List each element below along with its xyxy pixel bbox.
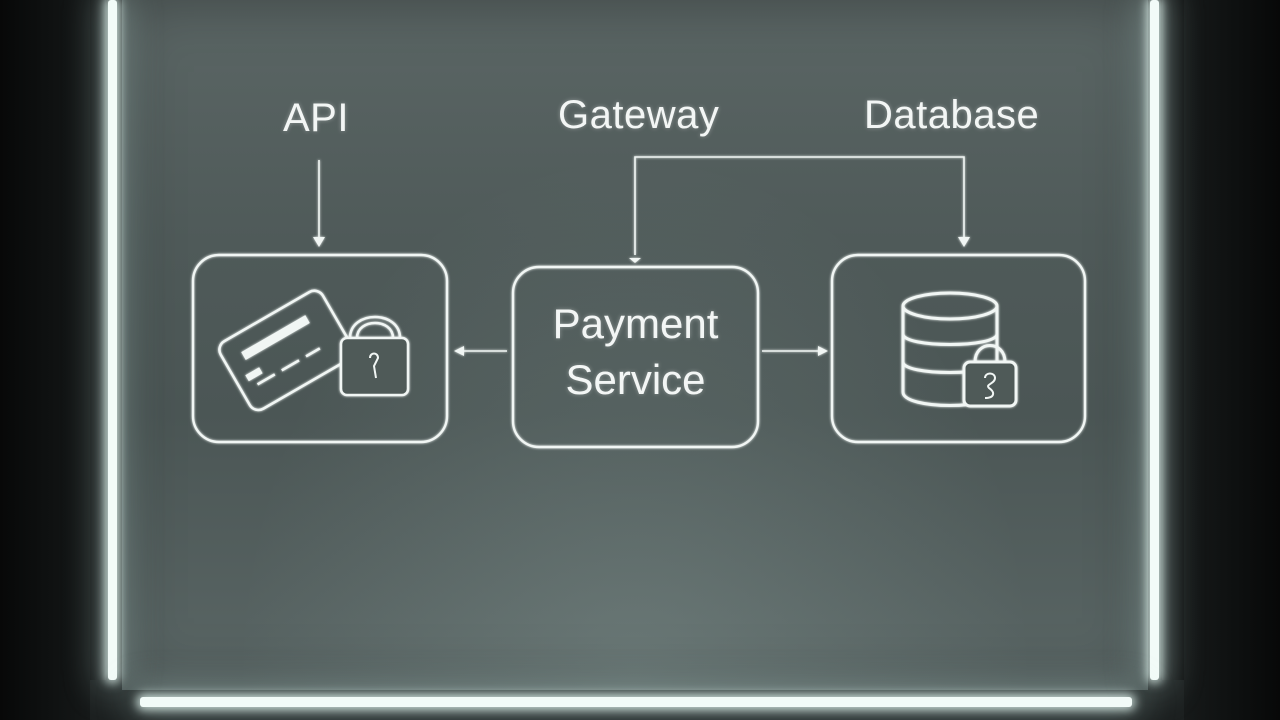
- board-background: [122, 0, 1148, 690]
- left-light-strip: [108, 0, 117, 680]
- payment-service-label: Payment Service: [513, 296, 758, 408]
- credit-card-lock-icon: [218, 289, 410, 412]
- api-to-card-arrow: [313, 160, 325, 247]
- gateway-label: Gateway: [558, 93, 720, 137]
- database-node-box[interactable]: [830, 253, 1087, 444]
- database-lock-icon: [901, 291, 1018, 408]
- payment-service-node-box[interactable]: [511, 265, 760, 449]
- api-label: API: [283, 96, 349, 140]
- gateway-connector: [629, 156, 970, 263]
- payment-service-line2: Service: [565, 356, 706, 403]
- right-light-strip: [1150, 0, 1159, 680]
- bottom-light-strip: [140, 697, 1132, 707]
- card-node-box[interactable]: [191, 253, 449, 444]
- payment-to-card-arrow: [454, 346, 507, 356]
- frame-right-edge: [1162, 0, 1184, 720]
- payment-service-line1: Payment: [552, 300, 719, 347]
- frame-left-edge: [90, 0, 106, 720]
- payment-to-database-arrow: [762, 346, 828, 356]
- database-label: Database: [864, 93, 1040, 137]
